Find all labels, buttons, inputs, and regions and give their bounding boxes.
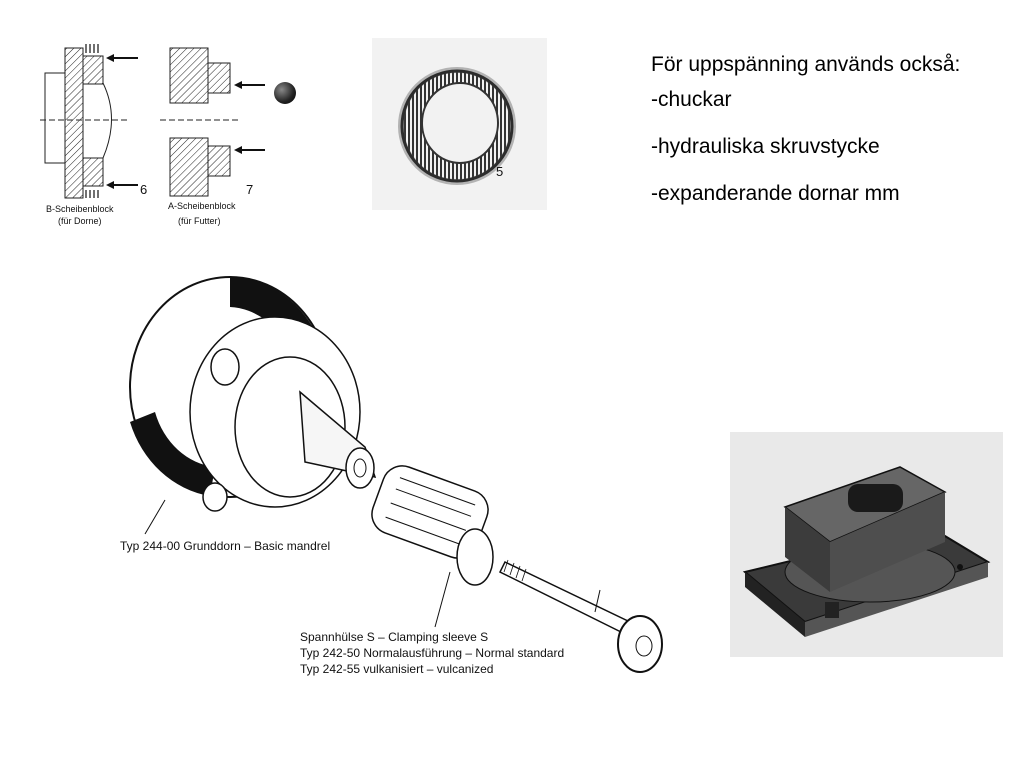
caption-normal-standard: Typ 242-50 Normalausführung – Normal sta… <box>300 646 565 660</box>
caption-clamping-sleeve: Spannhülse S – Clamping sleeve S <box>300 630 489 644</box>
label-a-fur-futter: (für Futter) <box>178 216 221 226</box>
vise-drawing <box>742 466 991 637</box>
bullet-expanderande: -expanderande dornar mm <box>651 182 900 205</box>
bullets-title: För uppspänning används också: <box>651 53 961 76</box>
mandrel-drawing <box>129 276 663 673</box>
bullet-text: För uppspänning används också: -chuckar … <box>651 52 1011 228</box>
label-a-scheibenblock: A-Scheibenblock <box>168 201 236 211</box>
caption-vulcanized: Typ 242-55 vulkanisiert – vulcanized <box>300 662 494 676</box>
bullet-hydrauliska: -hydrauliska skruvstycke <box>651 135 880 158</box>
label-b-scheibenblock: B-Scheibenblock <box>46 204 114 214</box>
ball <box>274 82 296 104</box>
ring-figure: 5 <box>372 38 547 210</box>
number-6: 6 <box>140 182 148 197</box>
ring-drawing <box>398 67 516 185</box>
number-5: 5 <box>496 164 504 179</box>
number-7: 7 <box>246 182 254 197</box>
scheibenblock-drawing <box>40 44 265 199</box>
mandrel-figure: Typ 244-00 Grunddorn – Basic mandrel Spa… <box>110 272 675 692</box>
caption-basic-mandrel: Typ 244-00 Grunddorn – Basic mandrel <box>120 539 331 553</box>
scheibenblock-figure: 6 7 B-Scheibenblock (für Dorne) A-Scheib… <box>20 38 295 233</box>
label-b-fur-dorne: (für Dorne) <box>58 216 102 226</box>
bullet-chuckar: -chuckar <box>651 88 732 111</box>
vise-photo <box>730 432 1003 657</box>
